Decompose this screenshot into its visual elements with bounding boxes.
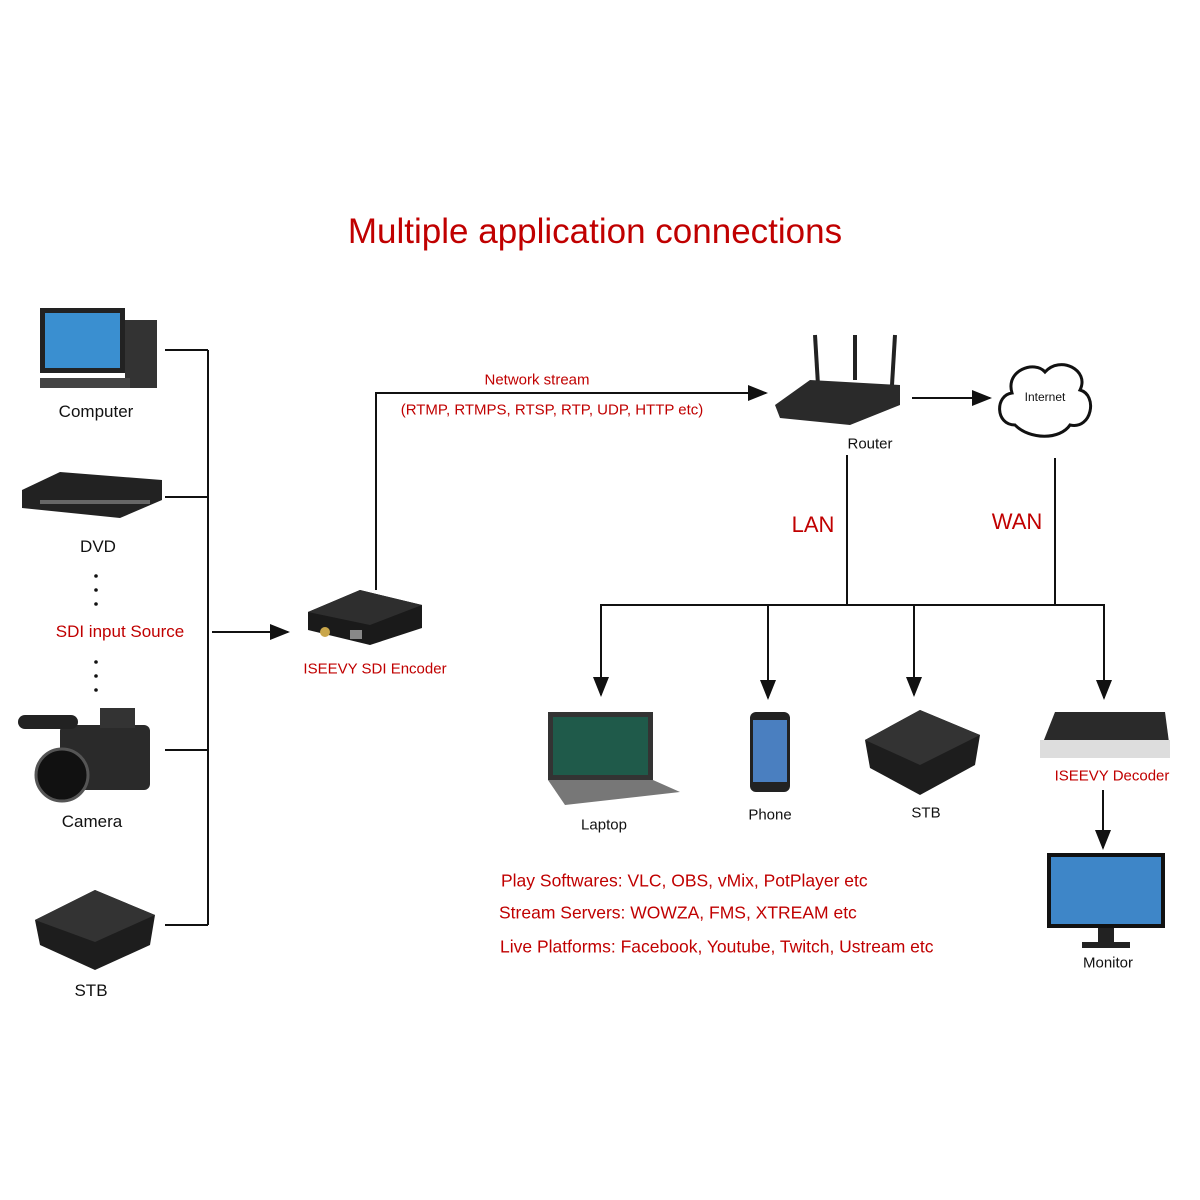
protocols-label: (RTMP, RTMPS, RTSP, RTP, UDP, HTTP etc) xyxy=(400,401,704,419)
stb-output-label: STB xyxy=(911,804,941,822)
sdi-source-label: SDI input Source xyxy=(55,622,185,641)
internet-label: Internet xyxy=(1024,390,1066,404)
stb-output-icon xyxy=(865,710,980,795)
decoder-icon xyxy=(1040,712,1170,758)
internet-cloud-icon xyxy=(998,363,1092,438)
router-icon xyxy=(775,334,900,425)
phone-icon xyxy=(750,712,790,792)
decoder-label: ISEEVY Decoder xyxy=(1054,767,1170,785)
laptop-label: Laptop xyxy=(581,816,627,834)
encoder-icon xyxy=(308,590,422,645)
computer-icon xyxy=(40,308,157,388)
monitor-label: Monitor xyxy=(1082,954,1134,972)
wan-label: WAN xyxy=(991,509,1043,534)
router-label: Router xyxy=(847,435,893,453)
camera-label: Camera xyxy=(61,812,123,831)
arrow-to-router xyxy=(375,385,768,590)
monitor-icon xyxy=(1047,853,1165,948)
laptop-icon xyxy=(548,712,680,805)
info-play-softwares: Play Softwares: VLC, OBS, vMix, PotPlaye… xyxy=(501,870,868,891)
network-stream-label: Network stream xyxy=(484,371,590,389)
dvd-label: DVD xyxy=(80,537,116,556)
lan-label: LAN xyxy=(791,512,835,537)
computer-label: Computer xyxy=(58,402,134,421)
stb-icon xyxy=(35,890,155,970)
encoder-label: ISEEVY SDI Encoder xyxy=(303,660,447,678)
ellipsis-dots xyxy=(94,574,98,692)
page-title: Multiple application connections xyxy=(347,212,843,251)
phone-label: Phone xyxy=(748,806,792,824)
dvd-player-icon xyxy=(22,472,162,518)
camera-icon xyxy=(18,708,150,803)
stb-source-label: STB xyxy=(74,981,108,1000)
info-stream-servers: Stream Servers: WOWZA, FMS, XTREAM etc xyxy=(499,902,857,923)
info-live-platforms: Live Platforms: Facebook, Youtube, Twitc… xyxy=(500,936,934,957)
